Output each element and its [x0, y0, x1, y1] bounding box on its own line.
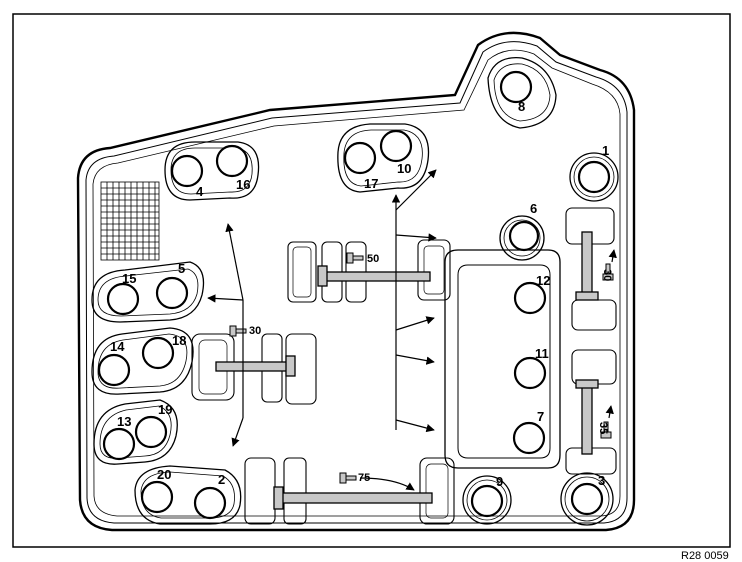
bolt-hole-5	[155, 276, 189, 310]
label-19: 19	[158, 402, 172, 417]
bolt-hole-14	[97, 353, 131, 387]
label-7: 7	[537, 409, 544, 424]
direction-arrows	[207, 169, 617, 491]
length-e: 75	[358, 472, 370, 484]
housing-outline	[76, 31, 636, 532]
bolt-hole-9	[470, 484, 504, 518]
inner-pocket	[444, 249, 561, 469]
label-10: 10	[397, 161, 411, 176]
bolt-hole-17	[343, 141, 377, 175]
bolt-length-callouts: 30 50 75 30 35	[249, 253, 613, 484]
length-b: 50	[367, 253, 379, 265]
figure-frame	[12, 13, 731, 548]
bolt-shafts	[215, 231, 599, 510]
bolt-hole-7	[512, 421, 546, 455]
bolt-hole-4	[170, 154, 204, 188]
bolt-hole-11	[513, 356, 547, 390]
label-1: 1	[602, 143, 609, 158]
bolt-holes	[97, 70, 611, 520]
label-6: 6	[530, 201, 537, 216]
bolt-hole-6	[508, 220, 540, 252]
label-14: 14	[110, 339, 125, 354]
reference-code: R28 0059	[681, 550, 729, 562]
bolt-hole-8	[499, 70, 533, 104]
label-20: 20	[157, 467, 171, 482]
label-11: 11	[535, 346, 549, 361]
bolt-hole-19	[134, 415, 168, 449]
bolt-bosses	[91, 57, 619, 526]
label-12: 12	[536, 273, 550, 288]
bolt-hole-18	[141, 336, 175, 370]
bolt-number-labels: 1 2 3 4 5 6 7 8 9 10 11 12 13 14 15 16 1…	[110, 99, 609, 489]
label-2: 2	[218, 472, 225, 487]
length-a: 30	[249, 325, 261, 337]
label-13: 13	[117, 414, 131, 429]
bolt-hole-20	[140, 480, 174, 514]
bolt-symbols	[229, 252, 614, 484]
bolt-hole-12	[513, 281, 547, 315]
length-c: 30	[601, 269, 613, 281]
label-4: 4	[196, 184, 204, 199]
bolt-hole-16	[215, 144, 249, 178]
mesh-pattern	[100, 181, 160, 261]
bolt-hole-13	[102, 427, 136, 461]
bolt-hole-10	[379, 129, 413, 163]
label-9: 9	[496, 474, 503, 489]
label-3: 3	[598, 473, 605, 488]
bolt-hole-15	[106, 282, 140, 316]
bolt-hole-1	[577, 160, 611, 194]
length-d: 35	[597, 422, 609, 434]
bolt-hole-2	[193, 486, 227, 520]
label-8: 8	[518, 99, 525, 114]
label-16: 16	[236, 177, 250, 192]
label-15: 15	[122, 271, 136, 286]
label-18: 18	[172, 333, 186, 348]
label-5: 5	[178, 261, 185, 276]
bolt-hole-3	[570, 482, 604, 516]
label-17: 17	[364, 176, 378, 191]
